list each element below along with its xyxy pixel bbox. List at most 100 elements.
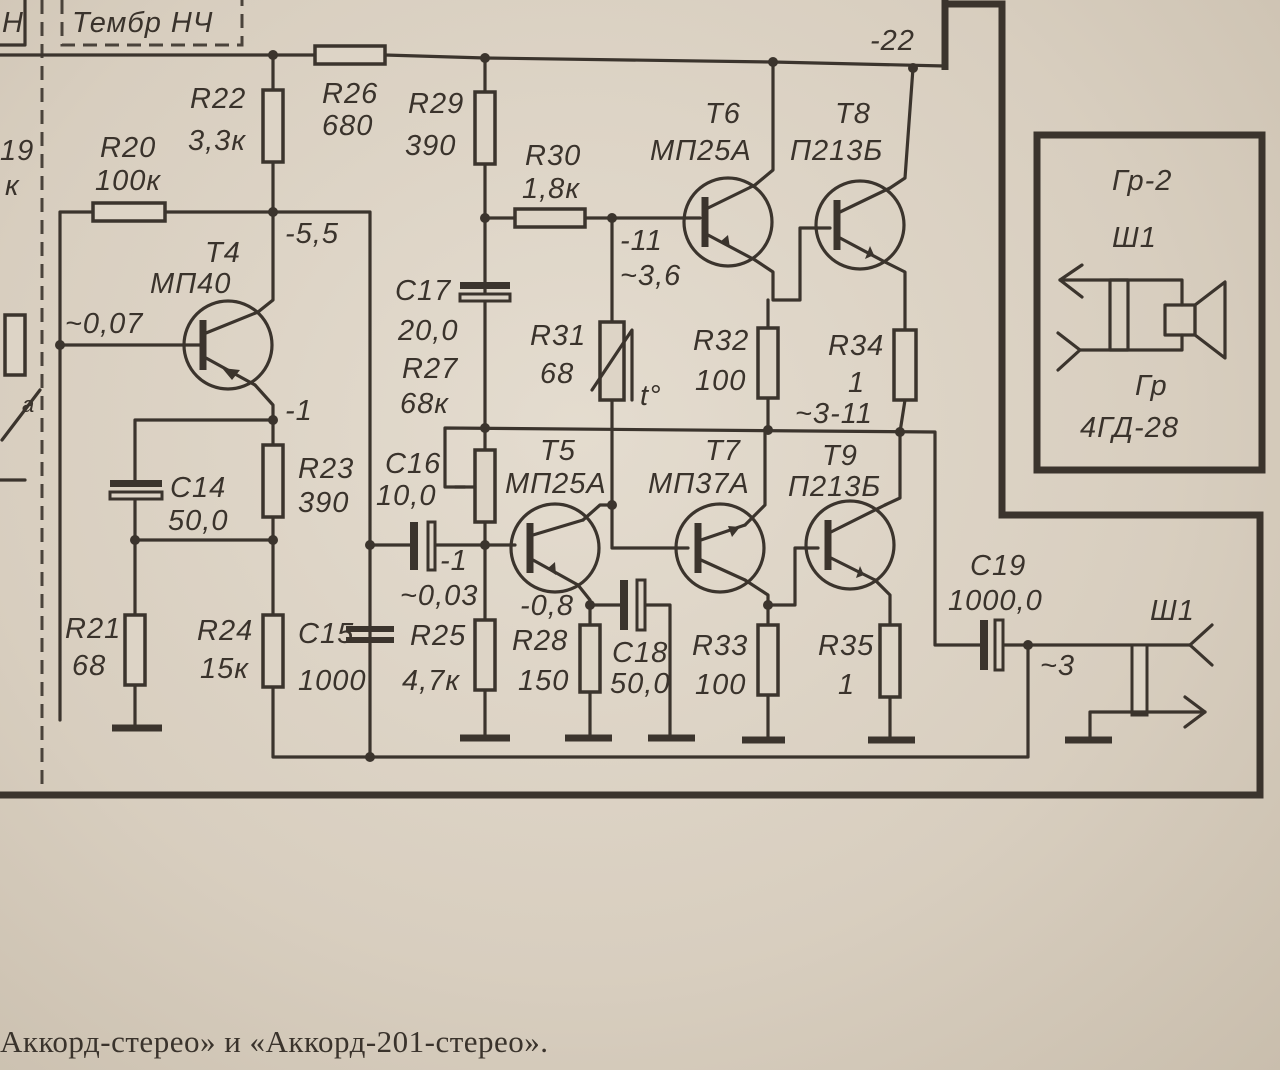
svg-text:~3-11: ~3-11 [795, 398, 873, 430]
resistor-r22: R22 3,3к [188, 83, 285, 164]
svg-text:T8: T8 [835, 98, 871, 130]
svg-text:R27: R27 [402, 353, 459, 385]
svg-text:C15: C15 [298, 618, 354, 650]
svg-text:Н: Н [2, 7, 24, 39]
svg-text:к: к [5, 170, 20, 202]
svg-text:1,8к: 1,8к [522, 173, 580, 205]
svg-text:МП40: МП40 [150, 268, 231, 300]
figure-caption: Аккорд-стерео» и «Аккорд-201-стерео». [0, 1024, 549, 1059]
svg-text:~0,03: ~0,03 [400, 580, 478, 612]
svg-text:R22: R22 [190, 83, 246, 115]
svg-text:4ГД-28: 4ГД-28 [1080, 412, 1179, 444]
svg-text:R20: R20 [100, 132, 156, 164]
svg-text:-1: -1 [285, 395, 313, 427]
junction-dots [55, 50, 1033, 762]
svg-text:Ш1: Ш1 [1112, 222, 1157, 254]
svg-text:R30: R30 [525, 140, 581, 172]
svg-text:68: 68 [540, 358, 574, 390]
svg-text:R23: R23 [298, 453, 354, 485]
capacitor-c17: C17 20,0 [395, 275, 512, 347]
svg-text:R24: R24 [197, 615, 253, 647]
svg-text:R21: R21 [65, 613, 121, 645]
svg-text:50,0: 50,0 [168, 505, 228, 537]
speaker-box-gr2: Гр-2 Ш1 Гр 4ГД-28 [1033, 131, 1266, 474]
svg-text:20,0: 20,0 [397, 315, 458, 347]
svg-text:C14: C14 [170, 472, 226, 504]
svg-text:R28: R28 [512, 625, 568, 657]
svg-text:C18: C18 [612, 637, 668, 669]
svg-text:МП37А: МП37А [648, 468, 750, 500]
svg-text:t°: t° [640, 380, 662, 412]
svg-text:-5,5: -5,5 [285, 218, 339, 250]
svg-text:-1: -1 [440, 545, 468, 577]
svg-text:3,3к: 3,3к [188, 125, 246, 157]
svg-text:10,0: 10,0 [376, 480, 436, 512]
svg-text:T7: T7 [705, 435, 742, 467]
svg-text:4,7к: 4,7к [402, 665, 460, 697]
svg-text:T6: T6 [705, 98, 741, 130]
svg-text:T5: T5 [540, 435, 576, 467]
svg-text:1000: 1000 [298, 665, 367, 697]
capacitor-c15: C15 1000 [298, 618, 394, 697]
svg-text:Гр-2: Гр-2 [1112, 165, 1172, 197]
resistor-r25: R25 4,7к [402, 618, 497, 697]
svg-text:R35: R35 [818, 630, 874, 662]
svg-text:680: 680 [322, 110, 373, 142]
voltage-annotations: -22 -5,5 ~0,07 -1 -1 ~0,03 -0,8 -11 ~3,6… [65, 25, 1075, 682]
svg-text:100к: 100к [95, 165, 161, 197]
svg-text:R26: R26 [322, 78, 378, 110]
output-jack-sh1: Ш1 [1088, 595, 1214, 742]
svg-text:T4: T4 [205, 237, 241, 269]
svg-text:R34: R34 [828, 330, 884, 362]
left-edge-fragment: 19 к a [0, 135, 42, 442]
svg-text:МП25А: МП25А [505, 468, 607, 500]
svg-text:C16: C16 [385, 448, 441, 480]
svg-text:П213Б: П213Б [790, 135, 883, 167]
svg-text:Гр: Гр [1135, 370, 1168, 402]
svg-text:~3: ~3 [1040, 650, 1075, 682]
svg-text:100: 100 [695, 365, 746, 397]
svg-text:15к: 15к [200, 653, 249, 685]
svg-text:R29: R29 [408, 88, 464, 120]
svg-text:68: 68 [72, 650, 106, 682]
svg-text:T9: T9 [822, 440, 858, 472]
svg-text:МП25А: МП25А [650, 135, 752, 167]
svg-text:-11: -11 [620, 225, 663, 257]
svg-text:68к: 68к [400, 388, 449, 420]
svg-text:C19: C19 [970, 550, 1026, 582]
svg-text:R32: R32 [693, 325, 749, 357]
svg-text:-22: -22 [870, 25, 915, 57]
svg-text:1: 1 [848, 367, 865, 399]
svg-text:390: 390 [405, 130, 456, 162]
svg-text:100: 100 [695, 669, 746, 701]
svg-text:Тембр НЧ: Тембр НЧ [72, 7, 213, 39]
svg-text:C17: C17 [395, 275, 452, 307]
svg-text:19: 19 [0, 135, 34, 167]
svg-text:R25: R25 [410, 620, 466, 652]
svg-text:1000,0: 1000,0 [948, 585, 1043, 617]
svg-text:Ш1: Ш1 [1150, 595, 1195, 627]
svg-text:R33: R33 [692, 630, 748, 662]
board-frame [0, 0, 1264, 799]
svg-text:390: 390 [298, 487, 349, 519]
